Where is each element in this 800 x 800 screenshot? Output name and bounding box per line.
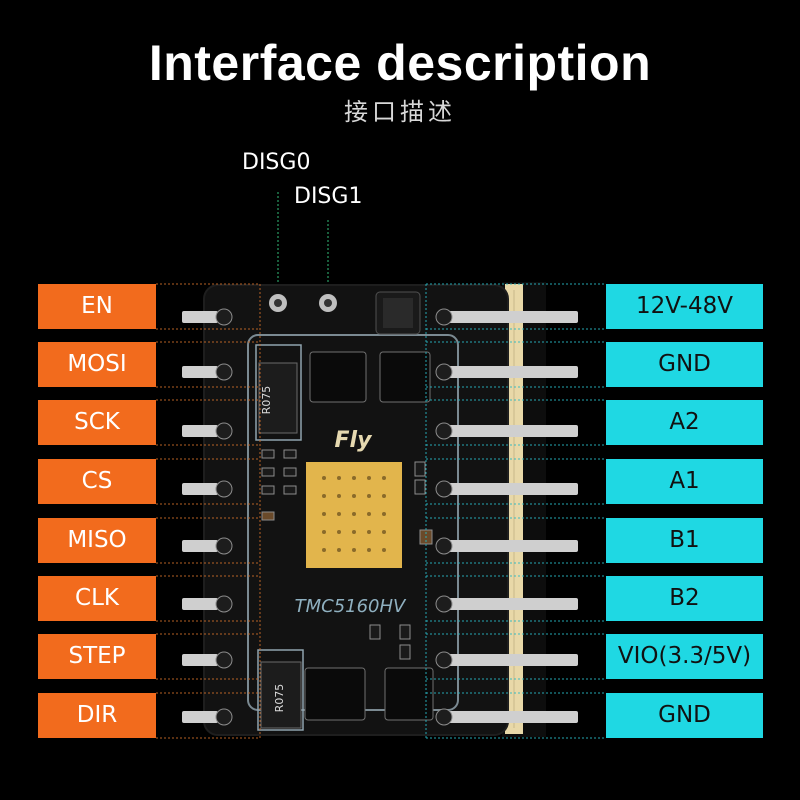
left-pin-pads [215, 308, 233, 726]
pin-label-en: EN [38, 284, 156, 329]
chip-label: TMC5160HV [295, 596, 407, 617]
pin-label-step: STEP [38, 634, 156, 679]
pin-label-sck: SCK [38, 400, 156, 445]
resistor-top-label: R075 [260, 386, 273, 415]
pin-label-dir: DIR [38, 693, 156, 738]
pin-label-b1: B1 [606, 518, 763, 563]
pin-label-a2: A2 [606, 400, 763, 445]
pin-label-a1: A1 [606, 459, 763, 504]
resistor-bottom-label: R075 [273, 684, 286, 713]
left-guide-lines [156, 283, 261, 739]
pin-label-vio: VIO(3.3/5V) [606, 634, 763, 679]
resistor-bottom [260, 661, 302, 729]
resistor-top [258, 362, 298, 434]
pin-label-clk: CLK [38, 576, 156, 621]
right-guide-lines [425, 283, 606, 739]
right-pin-row [440, 311, 578, 723]
brand-logo: Fly [335, 428, 374, 453]
thermal-vias [322, 476, 386, 552]
pin-label-disg1: DISG1 [294, 184, 363, 209]
pin-label-gnd-bottom: GND [606, 693, 763, 738]
smd-components [261, 449, 433, 660]
mosfet-1 [309, 351, 367, 403]
pin-label-disg0: DISG0 [242, 150, 311, 175]
pin-label-gnd-top: GND [606, 342, 763, 387]
page-title: Interface description [148, 35, 652, 91]
pin-label-miso: MISO [38, 518, 156, 563]
mosfet-3 [304, 667, 366, 721]
mosfet-2 [379, 351, 431, 403]
left-pin-row [182, 311, 218, 723]
right-pin-pads [435, 308, 453, 726]
pin-label-cs: CS [38, 459, 156, 504]
pin-label-mosi: MOSI [38, 342, 156, 387]
mosfet-4 [384, 667, 434, 721]
page-subtitle: 接口描述 [344, 98, 456, 126]
pin-label-vmotor: 12V-48V [606, 284, 763, 329]
pin-label-b2: B2 [606, 576, 763, 621]
